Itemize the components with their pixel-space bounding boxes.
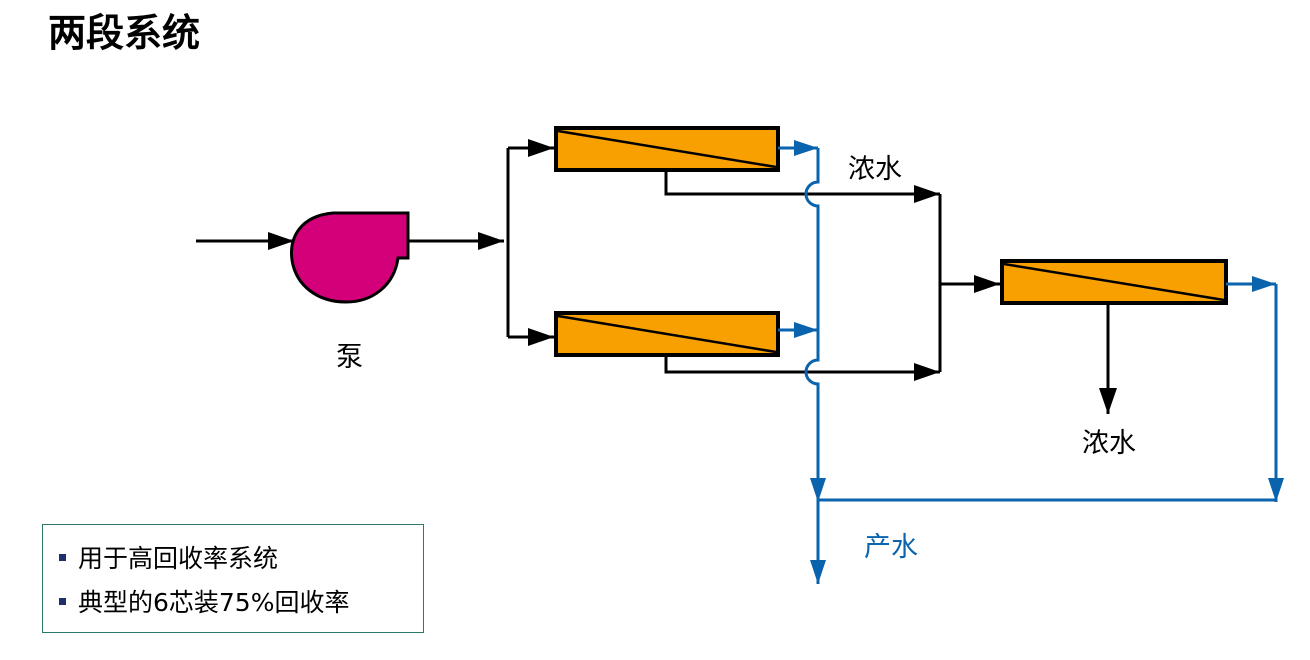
concentrate-line-vessel-1 [664,170,940,203]
bullet-icon [59,597,66,605]
notes-box: 用于高回收率系统 典型的6芯装75%回收率 [42,524,424,633]
concentrate-label-stage2: 浓水 [1082,428,1136,459]
membrane-vessel-stage2 [1000,259,1228,305]
note-text: 用于高回收率系统 [78,544,279,573]
note-item: 用于高回收率系统 [59,535,423,579]
permeate-collector-line [804,148,826,502]
membrane-vessel-stage1-a [554,126,780,172]
concentrate-label-stage1: 浓水 [848,154,902,185]
pump-icon [290,211,410,304]
bullet-icon [59,553,66,561]
note-text: 典型的6芯装75%回收率 [78,588,350,617]
page-title: 两段系统 [48,11,201,55]
membrane-vessel-stage1-b [554,311,780,357]
note-item: 典型的6芯装75%回收率 [59,579,423,623]
pump-label: 泵 [336,342,363,373]
concentrate-line-vessel-2 [664,355,940,381]
product-water-label: 产水 [864,532,918,563]
